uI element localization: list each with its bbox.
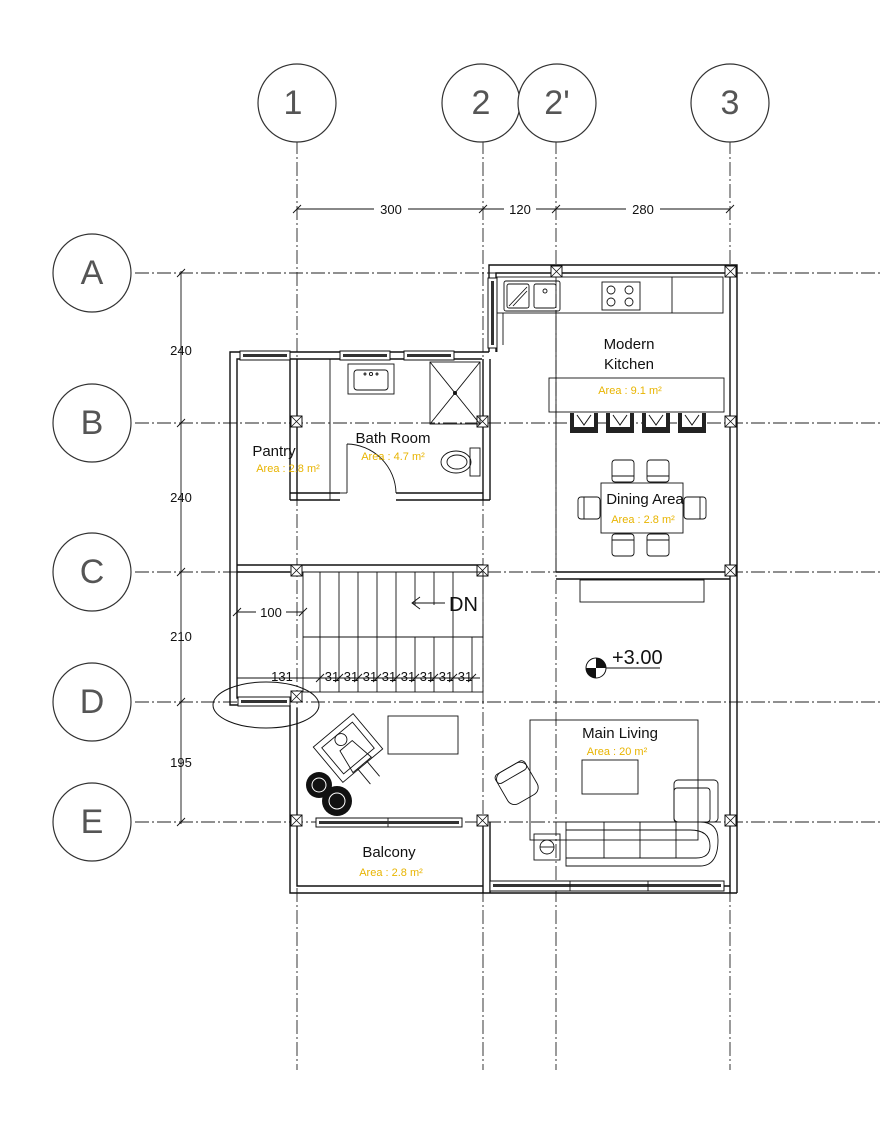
tread-dimension: 31	[458, 669, 472, 684]
dimension-240-b: 240	[170, 490, 192, 505]
grid-bubble-row-b	[52, 383, 132, 463]
sofa-icon	[565, 779, 719, 867]
bathroom: Bath Room Area : 4.7 m²	[340, 361, 481, 494]
grid-bubble-row-a	[52, 233, 132, 313]
column-c3	[724, 564, 737, 577]
tread-dimension: 31	[363, 669, 377, 684]
kitchen-sink-icon	[503, 280, 561, 312]
balcony-area-label: Area : 2.8 m²	[359, 867, 423, 879]
grid-label-row-b: B	[81, 404, 104, 442]
balcony: Balcony Area : 2.8 m²	[359, 844, 423, 879]
grid-label-row-e: E	[81, 803, 104, 841]
entry-area	[306, 713, 459, 816]
grid-lines	[135, 140, 880, 1070]
dining-area-label: Area : 2.8 m²	[611, 514, 675, 526]
staircase: DN	[302, 571, 484, 693]
grid-bubbles-columns: 1 2 2' 3	[257, 63, 770, 143]
kitchen-area-label: Area : 9.1 m²	[598, 385, 662, 397]
grid-bubble-col-2prime	[517, 63, 597, 143]
level-marker-label: +3.00	[612, 647, 663, 669]
vertical-dimension-chain: 240 240 210 195	[170, 268, 192, 827]
walls	[229, 264, 738, 894]
grid-label-col-1: 1	[284, 84, 303, 122]
armchair-icon	[494, 760, 539, 805]
dining-name: Dining Area	[606, 491, 684, 508]
dining-area: Dining Area Area : 2.8 m²	[577, 459, 707, 603]
tread-dimension: 31	[325, 669, 339, 684]
grid-bubble-row-d	[52, 662, 132, 742]
dimension-120: 120	[509, 202, 531, 217]
windows	[237, 277, 725, 892]
pantry-name: Pantry	[252, 443, 296, 460]
tread-dimension: 31	[401, 669, 415, 684]
dimension-240-a: 240	[170, 343, 192, 358]
grid-label-row-a: A	[81, 254, 104, 292]
grid-label-col-2: 2	[472, 84, 491, 122]
kitchen-name-line2: Kitchen	[604, 356, 654, 373]
living-name: Main Living	[582, 725, 658, 742]
bathroom-door	[340, 443, 397, 494]
column-e2	[476, 814, 489, 827]
tread-dimension: 31	[382, 669, 396, 684]
tread-dimension: 31	[344, 669, 358, 684]
grid-bubble-col-1	[257, 63, 337, 143]
dimension-195: 195	[170, 755, 192, 770]
horizontal-dimension-chain: 300 120 280	[292, 200, 735, 217]
entry-bench	[387, 715, 459, 755]
column-b2	[476, 415, 489, 428]
tread-dimension: 31	[420, 669, 434, 684]
column-d1	[290, 690, 303, 703]
dimension-pantry-100: 100	[260, 605, 282, 620]
grid-label-row-c: C	[80, 553, 105, 591]
column-c2	[476, 564, 489, 577]
stair-dimensions: 100 131 31 31 31 31 31 31 31 31	[232, 604, 480, 684]
dining-table	[600, 482, 684, 534]
kitchen-island	[548, 377, 725, 413]
dimension-300: 300	[380, 202, 402, 217]
grid-bubble-col-3	[690, 63, 770, 143]
dimension-210: 210	[170, 629, 192, 644]
column-c1	[290, 564, 303, 577]
washbasin-icon	[347, 363, 395, 395]
shower-tray-icon	[429, 361, 481, 425]
column-e1	[290, 814, 303, 827]
column-e3	[724, 814, 737, 827]
bathroom-area-label: Area : 4.7 m²	[361, 451, 425, 463]
sideboard	[579, 579, 705, 603]
column-a3	[724, 265, 737, 278]
tread-dimension: 31	[439, 669, 453, 684]
kitchen-name-line1: Modern	[604, 336, 655, 353]
kitchen-area: Modern Kitchen Area : 9.1 m²	[496, 276, 725, 433]
bathroom-name: Bath Room	[355, 430, 430, 447]
pantry-room: Pantry Area : 2.8 m²	[252, 443, 320, 475]
column-b1	[290, 415, 303, 428]
level-marker-icon	[585, 657, 660, 679]
bar-stools	[570, 413, 706, 433]
coffee-table	[581, 759, 639, 795]
kitchen-counter-top	[496, 276, 724, 314]
column-b3	[724, 415, 737, 428]
grid-bubble-row-c	[52, 532, 132, 612]
cooktop-icon	[601, 281, 641, 311]
grid-bubble-row-e	[52, 782, 132, 862]
grid-label-row-d: D	[80, 683, 105, 721]
main-living: +3.00 Main Living Area : 20 m²	[494, 647, 719, 867]
pantry-area-label: Area : 2.8 m²	[256, 463, 320, 475]
grid-label-col-2prime: 2'	[544, 84, 569, 122]
dimension-280: 280	[632, 202, 654, 217]
balcony-name: Balcony	[362, 844, 416, 861]
side-table-lamp-icon	[533, 833, 561, 861]
grid-label-col-3: 3	[721, 84, 740, 122]
structural-columns	[290, 265, 737, 827]
plant-icon	[306, 772, 352, 816]
lounge-chair-icon	[312, 713, 384, 785]
living-area-label: Area : 20 m²	[587, 746, 648, 758]
dimension-landing-131: 131	[271, 669, 293, 684]
grid-bubbles-rows: A B C D E	[52, 233, 132, 862]
stair-direction-label: DN	[449, 594, 478, 616]
toilet-icon	[440, 447, 481, 477]
column-a2prime	[550, 265, 563, 278]
highlight-ellipse	[212, 681, 320, 729]
